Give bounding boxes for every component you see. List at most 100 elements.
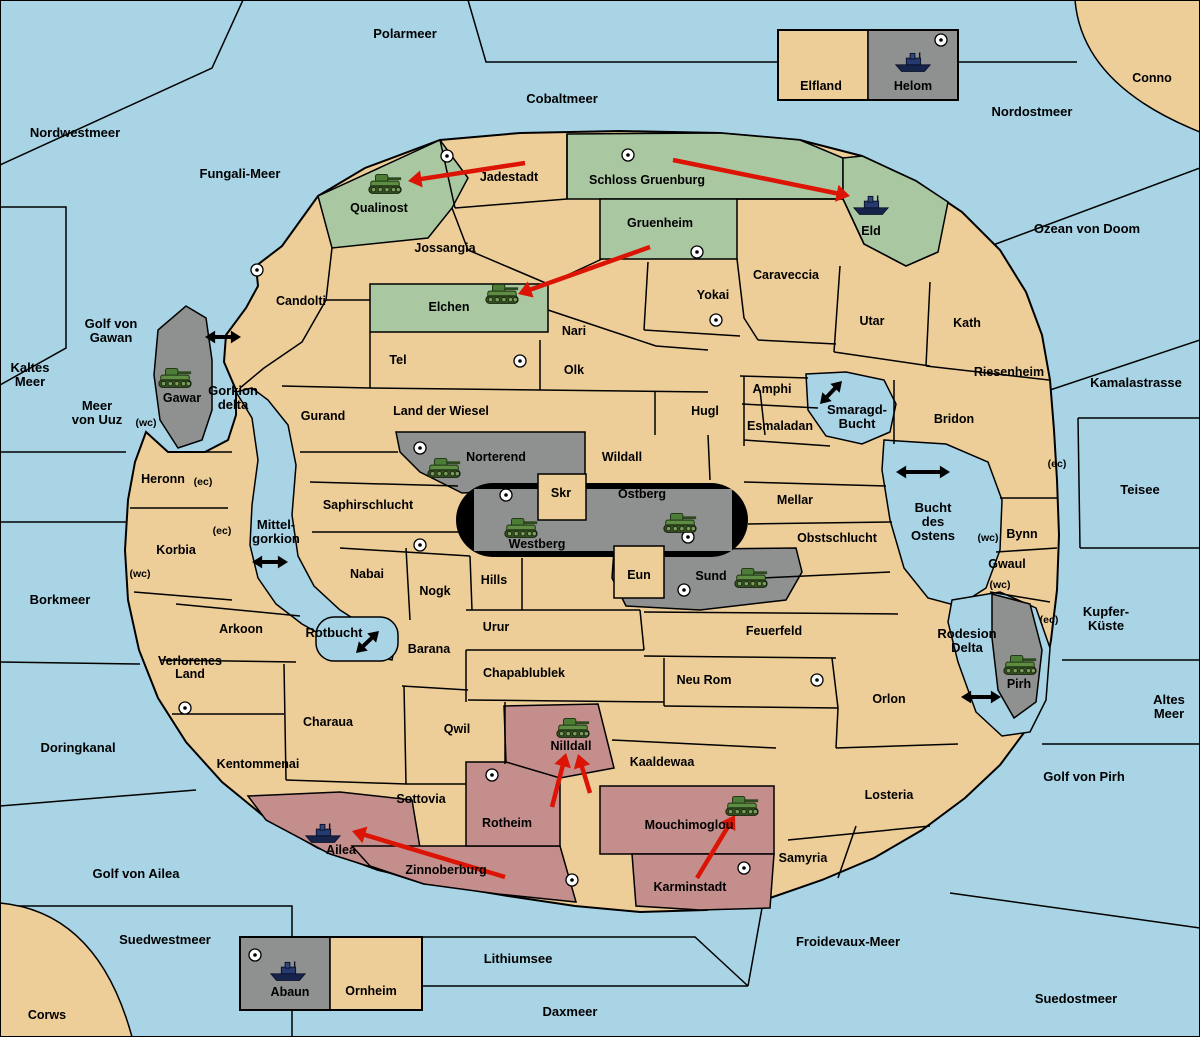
- territory-label-nogk[interactable]: Nogk: [419, 584, 450, 598]
- territory-border: [787, 825, 931, 841]
- territory-label-schloss-gruenburg[interactable]: Schloss Gruenburg: [589, 173, 705, 187]
- territory-border: [835, 707, 839, 749]
- territory-label-riesenheim[interactable]: Riesenheim: [974, 365, 1044, 379]
- territory-label-zinnoberburg[interactable]: Zinnoberburg: [405, 863, 486, 877]
- territory-label-samyria[interactable]: Samyria: [779, 851, 829, 865]
- territory-label-nabai[interactable]: Nabai: [350, 567, 384, 581]
- territory-label-pirh[interactable]: Pirh: [1007, 677, 1031, 691]
- sea-label-mittel-gorkion: Mittel-gorkion: [252, 517, 300, 546]
- territory-border: [837, 825, 857, 879]
- territory-label-arkoon[interactable]: Arkoon: [219, 622, 263, 636]
- territory-label-qwil[interactable]: Qwil: [444, 722, 470, 736]
- territory-label-ailea[interactable]: Ailea: [326, 843, 357, 857]
- sea-border-line: [747, 907, 763, 987]
- territory-border: [747, 521, 893, 525]
- territory-border: [454, 198, 568, 209]
- territory-label-utar[interactable]: Utar: [859, 314, 884, 328]
- territory-label-saphirschlucht[interactable]: Saphirschlucht: [323, 498, 414, 512]
- territory-label-candolti[interactable]: Candolti: [276, 294, 326, 308]
- territory-label-conno[interactable]: Conno: [1132, 71, 1172, 85]
- territory-label-gruenheim[interactable]: Gruenheim: [627, 216, 693, 230]
- territory-label-mellar[interactable]: Mellar: [777, 493, 813, 507]
- territory-label-hugl[interactable]: Hugl: [691, 404, 719, 418]
- territory-label-elfland[interactable]: Elfland: [800, 79, 842, 93]
- sea-border-line: [984, 167, 1200, 249]
- territory-label-korbia[interactable]: Korbia: [156, 543, 197, 557]
- territory-label-gawar[interactable]: Gawar: [163, 391, 201, 405]
- territory-label-ostberg[interactable]: Ostberg: [618, 487, 666, 501]
- territory-label-nilldall[interactable]: Nilldall: [551, 739, 592, 753]
- territory-label-bynn[interactable]: Bynn: [1006, 527, 1037, 541]
- offshore-box: [777, 29, 959, 101]
- territory-label-feuerfeld[interactable]: Feuerfeld: [746, 624, 802, 638]
- coast-tag: (wc): [136, 417, 157, 429]
- territory-label-land-der-wiesel[interactable]: Land der Wiesel: [393, 404, 489, 418]
- territory-label-mouchimoglou[interactable]: Mouchimoglou: [645, 818, 734, 832]
- territory-corws[interactable]: [0, 902, 133, 1037]
- territory-label-abaun[interactable]: Abaun: [271, 985, 310, 999]
- territory-label-gwaul[interactable]: Gwaul: [988, 557, 1026, 571]
- territory-label-norterend[interactable]: Norterend: [466, 450, 526, 464]
- territory-label-elchen[interactable]: Elchen: [429, 300, 470, 314]
- territory-label-bridon[interactable]: Bridon: [934, 412, 974, 426]
- move-arrow: [549, 753, 571, 808]
- move-arrow: [408, 160, 526, 188]
- territory-label-skr[interactable]: Skr: [551, 486, 571, 500]
- supply-center-dot: [178, 701, 192, 715]
- supply-center-dot: [248, 948, 262, 962]
- territory-label-losteria[interactable]: Losteria: [865, 788, 915, 802]
- zone-skr[interactable]: [537, 473, 587, 521]
- territory-border: [309, 481, 459, 487]
- sea-border-line: [422, 936, 749, 987]
- territory-label-nari[interactable]: Nari: [562, 324, 586, 338]
- territory-label-helom[interactable]: Helom: [894, 79, 932, 93]
- territory-label-sottovia[interactable]: Sottovia: [396, 792, 446, 806]
- territory-conno[interactable]: [1074, 0, 1200, 133]
- territory-label-charaua[interactable]: Charaua: [303, 715, 354, 729]
- territory-label-eld[interactable]: Eld: [861, 224, 880, 238]
- territory-label-corws[interactable]: Corws: [28, 1008, 66, 1022]
- offshore-cell[interactable]: [329, 936, 423, 1011]
- zone-eun[interactable]: [613, 545, 665, 599]
- territory-label-neu-rom[interactable]: Neu Rom: [677, 673, 732, 687]
- territory-border: [403, 685, 407, 785]
- territory-label-urur[interactable]: Urur: [483, 620, 510, 634]
- territory-border: [995, 547, 1058, 553]
- territory-label-yokai[interactable]: Yokai: [697, 288, 729, 302]
- territory-label-hills[interactable]: Hills: [481, 573, 507, 587]
- territory-label-olk[interactable]: Olk: [564, 363, 584, 377]
- territory-label-kath[interactable]: Kath: [953, 316, 981, 330]
- territory-label-amphi[interactable]: Amphi: [753, 382, 792, 396]
- territory-label-barana[interactable]: Barana: [408, 642, 451, 656]
- sea-label-kupfer-kueste: Kupfer-Küste: [1083, 604, 1129, 633]
- territory-border: [175, 603, 301, 617]
- territory-label-rotheim[interactable]: Rotheim: [482, 816, 532, 830]
- territory-label-kentommenai[interactable]: Kentommenai: [217, 757, 300, 771]
- crossing-arrow: [820, 381, 842, 404]
- territory-label-esmaladan[interactable]: Esmaladan: [747, 419, 813, 433]
- territory-label-chapablublek[interactable]: Chapablublek: [483, 666, 565, 680]
- territory-label-caraveccia[interactable]: Caraveccia: [753, 268, 820, 282]
- territory-label-karminstadt[interactable]: Karminstadt: [654, 880, 728, 894]
- territory-label-ornheim[interactable]: Ornheim: [345, 984, 396, 998]
- territory-label-kaaldewaa[interactable]: Kaaldewaa: [630, 755, 696, 769]
- territory-label-westberg[interactable]: Westberg: [509, 537, 566, 551]
- territory-label-sund[interactable]: Sund: [695, 569, 726, 583]
- territory-label-jadestadt[interactable]: Jadestadt: [480, 170, 539, 184]
- territory-label-wildall[interactable]: Wildall: [602, 450, 642, 464]
- territory-label-gurand[interactable]: Gurand: [301, 409, 345, 423]
- territory-label-orlon[interactable]: Orlon: [872, 692, 905, 706]
- territory-border: [759, 389, 766, 436]
- territory-label-eun[interactable]: Eun: [627, 568, 651, 582]
- territory-label-jossangia[interactable]: Jossangia: [414, 241, 476, 255]
- sea-label-kamalastrasse: Kamalastrasse: [1090, 375, 1182, 390]
- move-arrows-layer: [352, 157, 850, 880]
- territory-label-obstschlucht[interactable]: Obstschlucht: [797, 531, 878, 545]
- territory-label-tel[interactable]: Tel: [389, 353, 406, 367]
- territory-label-heronn[interactable]: Heronn: [141, 472, 185, 486]
- territory-label-qualinost[interactable]: Qualinost: [350, 201, 408, 215]
- sea-label-daxmeer: Daxmeer: [543, 1004, 598, 1019]
- coast-tags-layer: (wc)(ec)(ec)(wc)(wc)(wc)(ec)(ec): [130, 417, 1067, 626]
